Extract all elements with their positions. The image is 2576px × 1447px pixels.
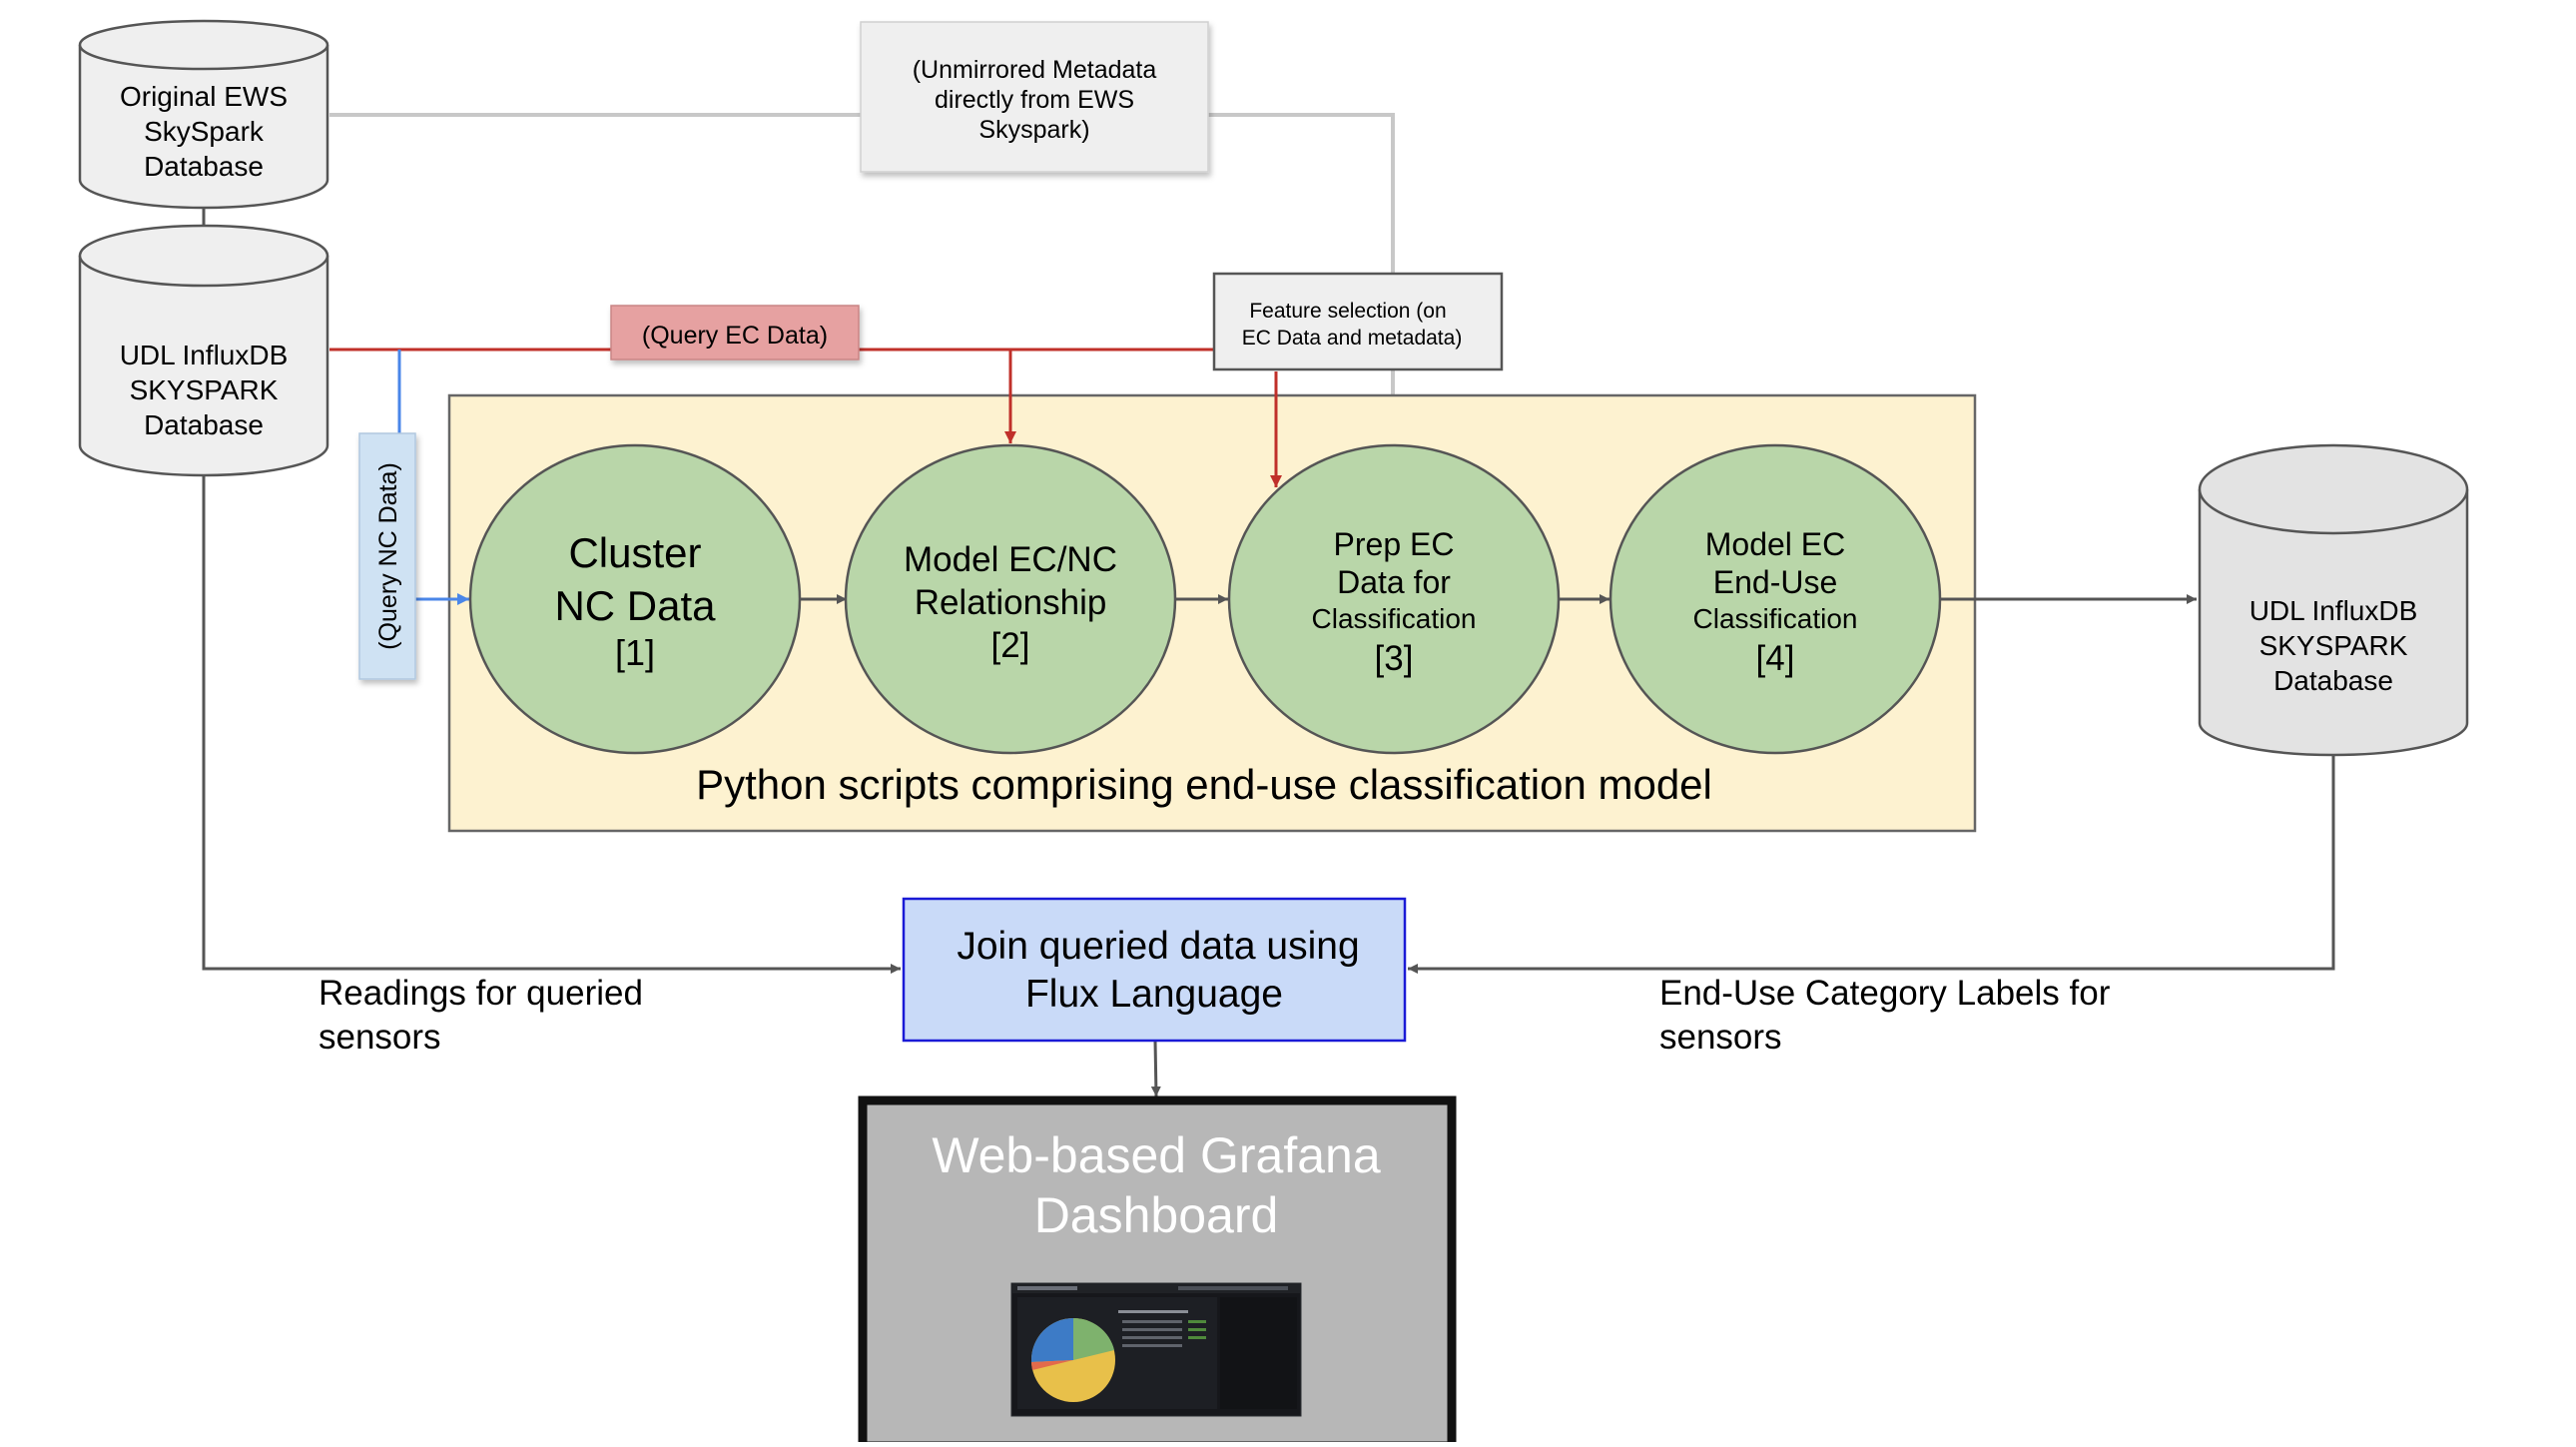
udl-influxdb-right: UDL InfluxDB SKYSPARK Database: [2198, 443, 2469, 757]
join-to-dashboard-arrow: [1150, 1040, 1161, 1097]
join-line-2: Flux Language: [1025, 973, 1283, 1016]
step-3-prep-ec-data: Prep EC Data for Classification [3]: [1227, 443, 1561, 755]
step1-line-3: [1]: [615, 632, 655, 673]
step1-line-2: NC Data: [554, 582, 716, 629]
unmirrored-metadata-note: (Unmirrored Metadata directly from EWS S…: [860, 21, 1209, 173]
step2-line-2: Relationship: [915, 583, 1107, 622]
udl-left-line-3: Database: [144, 409, 264, 440]
feature-selection-note: Feature selection (on EC Data and metada…: [1212, 272, 1504, 371]
feature-line-2: EC Data and metadata): [1242, 327, 1463, 350]
udl-right-line-1: UDL InfluxDB: [2250, 595, 2418, 626]
readings-line: [202, 475, 901, 974]
step2-line-3: [2]: [991, 626, 1030, 665]
step-1-cluster-nc-data: Cluster NC Data [1]: [468, 443, 802, 755]
enduse-label-line-2: sensors: [1659, 1018, 1782, 1057]
step-2-model-ec-nc-relationship: Model EC/NC Relationship [2]: [844, 443, 1177, 755]
udl-influxdb-left: UDL InfluxDB SKYSPARK Database: [78, 224, 329, 477]
udl-left-line-1: UDL InfluxDB: [120, 340, 289, 370]
dashboard-screenshot-thumbnail: [1010, 1282, 1302, 1417]
udl-right-line-3: Database: [2273, 665, 2393, 696]
grafana-dashboard: Web-based Grafana Dashboard: [858, 1095, 1457, 1447]
join-box: Join queried data using Flux Language: [902, 897, 1407, 1043]
join-line-1: Join queried data using: [957, 925, 1359, 968]
step3-line-2: Data for: [1337, 564, 1451, 600]
step2-line-1: Model EC/NC: [904, 540, 1117, 579]
dashboard-title-line-2: Dashboard: [1034, 1187, 1279, 1243]
step3-line-3: Classification: [1312, 603, 1477, 634]
step3-line-1: Prep EC: [1334, 526, 1455, 562]
step1-line-1: Cluster: [568, 529, 701, 576]
original-db-line-3: Database: [144, 151, 264, 182]
query-nc-data-label: (Query NC Data): [358, 432, 416, 680]
dashboard-title-line-1: Web-based Grafana: [932, 1127, 1381, 1183]
original-ews-database: Original EWS SkySpark Database: [78, 19, 329, 210]
step3-line-4: [3]: [1375, 639, 1414, 678]
original-db-line-1: Original EWS: [120, 81, 288, 112]
original-db-line-2: SkySpark: [144, 116, 265, 147]
query-nc-text: (Query NC Data): [374, 462, 402, 650]
query-ec-data-label: (Query EC Data): [610, 305, 860, 361]
step4-line-3: Classification: [1693, 603, 1858, 634]
step4-line-2: End-Use: [1713, 564, 1838, 600]
readings-label-line-2: sensors: [319, 1018, 441, 1057]
enduse-label-line-1: End-Use Category Labels for: [1659, 974, 2111, 1013]
query-ec-text: (Query EC Data): [642, 322, 828, 350]
step4-line-1: Model EC: [1705, 526, 1846, 562]
model-container-label: Python scripts comprising end-use classi…: [696, 761, 1712, 808]
unmirrored-line-3: Skyspark): [978, 116, 1089, 144]
enduse-labels-line: [1408, 755, 2335, 974]
feature-line-1: Feature selection (on: [1249, 300, 1446, 323]
udl-left-line-2: SKYSPARK: [130, 374, 279, 405]
readings-label-line-1: Readings for queried: [319, 974, 643, 1013]
unmirrored-line-1: (Unmirrored Metadata: [913, 56, 1157, 84]
unmirrored-line-2: directly from EWS: [935, 86, 1134, 114]
step-4-model-ec-end-use: Model EC End-Use Classification [4]: [1609, 443, 1942, 755]
step4-line-4: [4]: [1756, 639, 1795, 678]
udl-right-line-2: SKYSPARK: [2259, 630, 2408, 661]
